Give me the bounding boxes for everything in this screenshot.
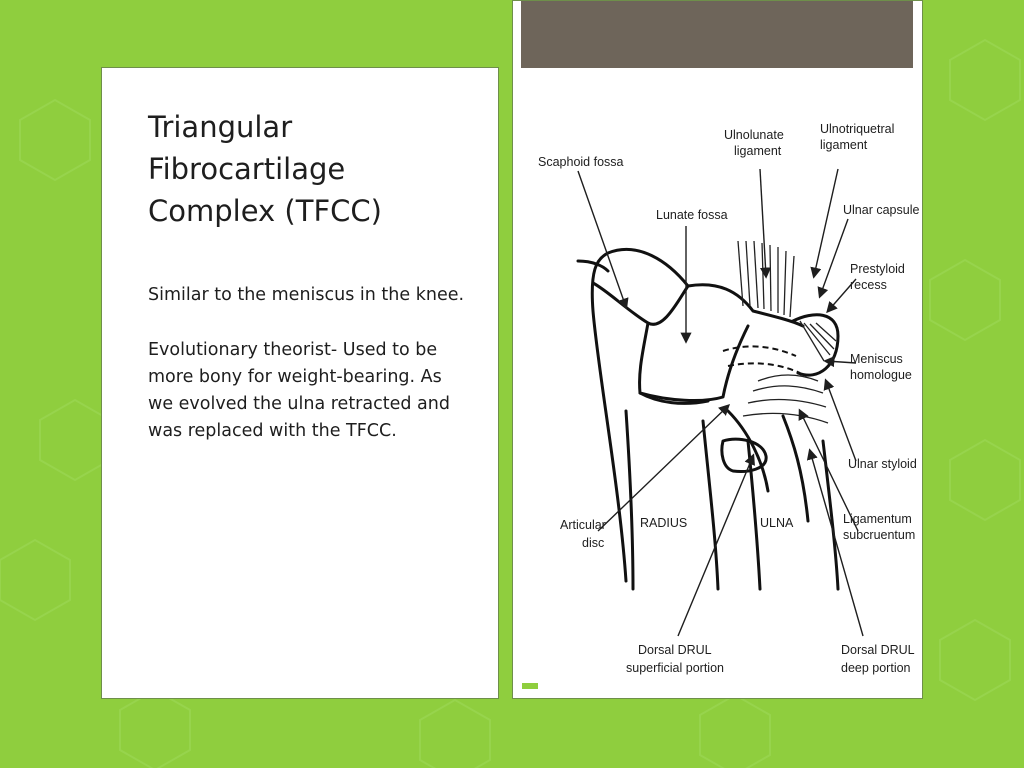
- label-radius: RADIUS: [640, 516, 687, 530]
- label-ulnotriquetral-1: Ulnotriquetral: [820, 122, 894, 136]
- text-panel: Triangular Fibrocartilage Complex (TFCC)…: [101, 67, 499, 699]
- label-prestyloid-2: recess: [850, 278, 887, 292]
- label-ulnar-capsule: Ulnar capsule: [843, 203, 919, 217]
- ulnar-styloid-outline: [791, 313, 840, 377]
- body-text: Similar to the meniscus in the knee. Evo…: [148, 282, 470, 473]
- label-ulnolunate-2: ligament: [734, 144, 782, 158]
- label-ulnolunate-1: Ulnolunate: [724, 128, 784, 142]
- ulna-outline: [726, 409, 770, 493]
- label-dorsal-sup-1: Dorsal DRUL: [638, 643, 712, 657]
- header-bar: [521, 1, 913, 68]
- label-lunate-fossa: Lunate fossa: [656, 208, 728, 222]
- label-ligamentum-2: subcruentum: [843, 528, 915, 542]
- radius-outline: [590, 247, 805, 583]
- accent-square: [522, 683, 538, 689]
- label-ulnotriquetral-2: ligament: [820, 138, 868, 152]
- paragraph-meniscus: Similar to the meniscus in the knee.: [148, 285, 465, 305]
- articular-disc-outline: [720, 437, 768, 473]
- label-ulna: ULNA: [760, 516, 794, 530]
- label-articular-2: disc: [582, 536, 604, 550]
- slide-title: Triangular Fibrocartilage Complex (TFCC): [148, 110, 382, 228]
- label-ulnar-styloid: Ulnar styloid: [848, 457, 917, 471]
- lunate-fossa: [638, 321, 750, 402]
- label-meniscus-1: Meniscus: [850, 352, 903, 366]
- tfcc-diagram: Scaphoid fossa Lunate fossa Ulnolunate l…: [538, 122, 919, 675]
- label-meniscus-2: homologue: [850, 368, 912, 382]
- paragraph-evolution: Evolutionary theorist- Used to be more b…: [148, 340, 450, 441]
- label-dorsal-deep-1: Dorsal DRUL: [841, 643, 915, 657]
- label-dorsal-deep-2: deep portion: [841, 661, 911, 675]
- image-panel: Scaphoid fossa Lunate fossa Ulnolunate l…: [512, 0, 923, 699]
- label-scaphoid-fossa: Scaphoid fossa: [538, 155, 624, 169]
- label-dorsal-sup-2: superficial portion: [626, 661, 724, 675]
- scaphoid-fossa: [591, 281, 690, 326]
- label-articular-1: Articular: [560, 518, 606, 532]
- label-ligamentum-1: Ligamentum: [843, 512, 912, 526]
- label-prestyloid-1: Prestyloid: [850, 262, 905, 276]
